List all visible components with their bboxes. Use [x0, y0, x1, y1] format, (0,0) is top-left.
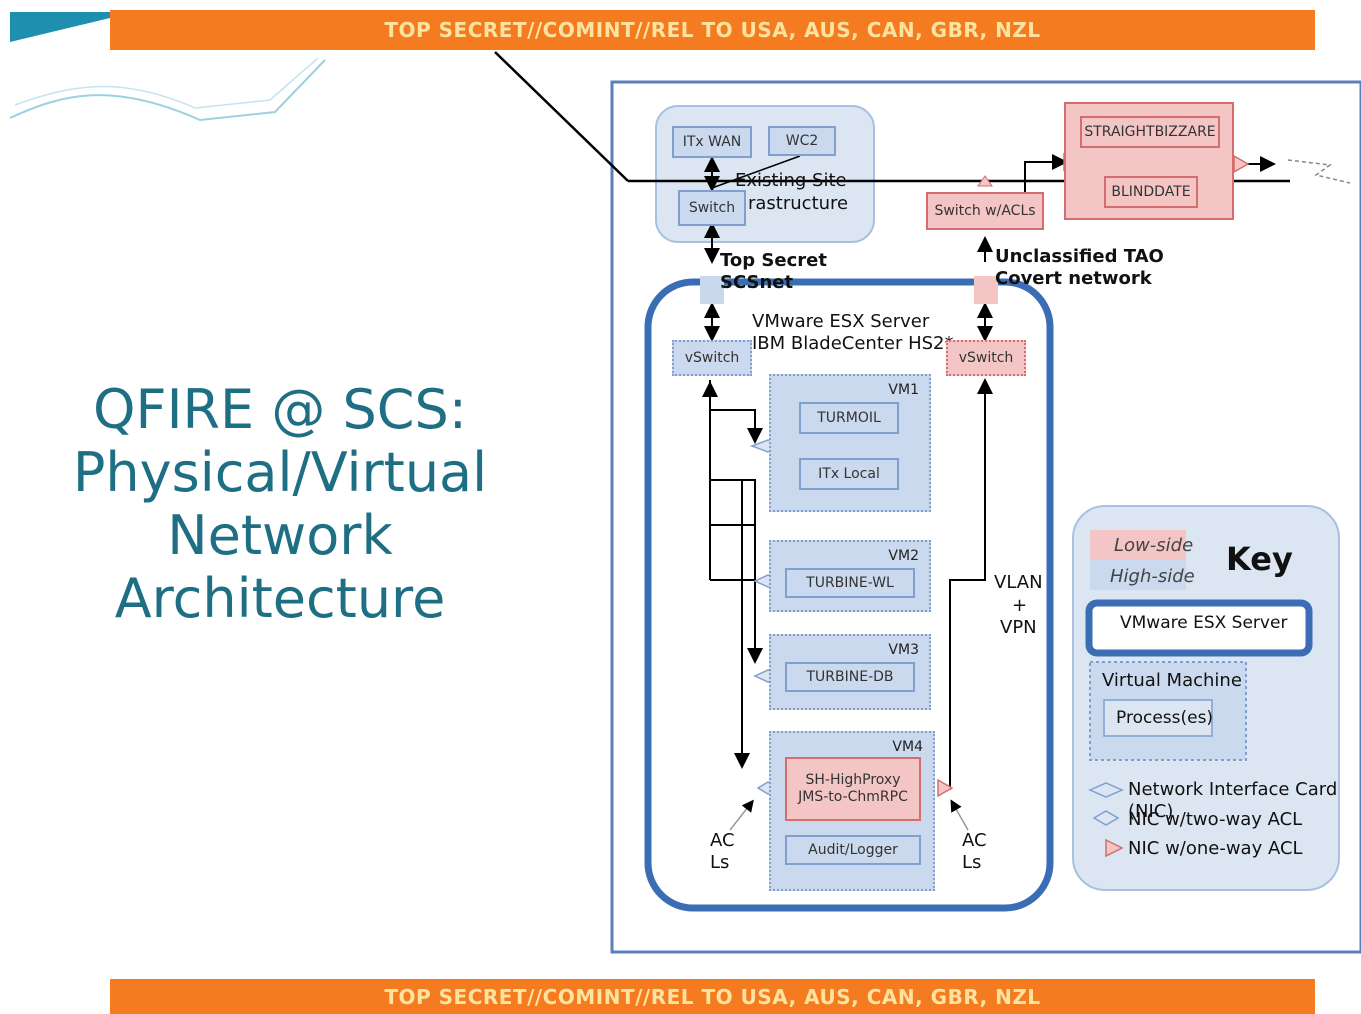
audit-logger-label: Audit/Logger: [808, 841, 898, 858]
vm1-box: VM1 TURMOIL ITx Local: [769, 374, 931, 512]
vswitch-low-box: vSwitch: [946, 340, 1026, 376]
turmoil-process-box: TURMOIL: [799, 402, 899, 434]
key-processes: Process(es): [1116, 708, 1214, 728]
wc2-box: WC2: [768, 126, 836, 156]
title-line-4: Architecture: [114, 567, 446, 630]
wc2-label: WC2: [785, 132, 819, 149]
key-nic: Network Interface Card (NIC): [1128, 779, 1338, 822]
vlan-plus-label: +: [1012, 595, 1028, 616]
turbine-wl-label: TURBINE-WL: [806, 574, 894, 591]
switch-high-label: Switch: [688, 199, 736, 216]
key-nic-one-way: NIC w/one-way ACL: [1128, 838, 1303, 859]
itx-wan-label: ITx WAN: [682, 133, 742, 150]
vm3-label: VM3: [888, 642, 919, 658]
infrastructure-label: rastructure: [748, 193, 849, 214]
sh-highproxy-process-box: SH-HighProxy JMS-to-ChmRPC: [785, 757, 921, 821]
blinddate-label: BLINDDATE: [1111, 183, 1191, 200]
blinddate-box: BLINDDATE: [1104, 176, 1198, 208]
key-nic-two-way: NIC w/two-way ACL: [1128, 809, 1303, 830]
key-title: Key: [1226, 540, 1293, 578]
turbine-wl-process-box: TURBINE-WL: [785, 568, 915, 598]
switch-acls-label: Switch w/ACLs: [934, 202, 1036, 219]
top-secret-scsnet-label-1: Top Secret: [720, 250, 827, 271]
title-line-2: Physical/Virtual: [72, 441, 488, 504]
key-high-side: High-side: [1110, 566, 1195, 587]
classification-banner-top: TOP SECRET//COMINT//REL TO USA, AUS, CAN…: [110, 10, 1315, 50]
straightbizarre-box: STRAIGHTBIZZARE: [1080, 116, 1220, 148]
vm2-label: VM2: [888, 548, 919, 564]
switch-acls-box: Switch w/ACLs: [926, 192, 1044, 230]
vm4-box: VM4 SH-HighProxy JMS-to-ChmRPC Audit/Log…: [769, 731, 935, 891]
vm3-box: VM3 TURBINE-DB: [769, 634, 931, 710]
turbine-db-label: TURBINE-DB: [806, 668, 894, 685]
acls-right-label-2: Ls: [962, 852, 982, 873]
slide-title: QFIRE @ SCS: Physical/Virtual Network Ar…: [40, 378, 520, 630]
vswitch-low-label: vSwitch: [958, 349, 1014, 366]
sh-highproxy-label: SH-HighProxy JMS-to-ChmRPC: [798, 772, 908, 805]
acls-left-label-2: Ls: [710, 852, 730, 873]
vswitch-high-box: vSwitch: [672, 340, 752, 376]
itx-local-process-box: ITx Local: [799, 458, 899, 490]
low-side-external-box: STRAIGHTBIZZARE BLINDDATE: [1064, 102, 1234, 220]
turbine-db-process-box: TURBINE-DB: [785, 662, 915, 692]
decorative-swoosh: [9, 12, 326, 122]
top-secret-scsnet-label-2: SCSnet: [720, 272, 794, 293]
vm1-label: VM1: [888, 382, 919, 398]
title-line-1: QFIRE @ SCS:: [93, 378, 467, 441]
esx-server-label-1: VMware ESX Server: [752, 311, 930, 332]
vm2-box: VM2 TURBINE-WL: [769, 540, 931, 612]
acls-right-label-1: AC: [962, 830, 987, 851]
turmoil-label: TURMOIL: [817, 409, 881, 426]
switch-high-box: Switch: [678, 190, 746, 226]
esx-server-label-2: IBM BladeCenter HS2*: [752, 333, 954, 354]
key-esx-server: VMware ESX Server: [1120, 613, 1288, 633]
unclassified-tao-label-1: Unclassified TAO: [995, 246, 1164, 267]
unclassified-tao-label-2: Covert network: [995, 268, 1152, 289]
existing-site-label: Existing Site: [735, 170, 847, 191]
key-virtual-machine: Virtual Machine: [1102, 670, 1242, 691]
vpn-label: VPN: [1000, 617, 1037, 638]
classification-banner-bottom: TOP SECRET//COMINT//REL TO USA, AUS, CAN…: [110, 979, 1315, 1014]
itx-local-label: ITx Local: [818, 465, 880, 482]
title-line-3: Network: [167, 504, 393, 567]
key-low-side: Low-side: [1114, 535, 1194, 556]
vlan-label: VLAN: [994, 572, 1043, 593]
audit-logger-process-box: Audit/Logger: [785, 835, 921, 865]
acls-left-label-1: AC: [710, 830, 735, 851]
itx-wan-box: ITx WAN: [672, 126, 752, 158]
vm4-label: VM4: [892, 739, 923, 755]
straightbizarre-label: STRAIGHTBIZZARE: [1084, 123, 1216, 140]
vswitch-high-label: vSwitch: [684, 349, 740, 366]
